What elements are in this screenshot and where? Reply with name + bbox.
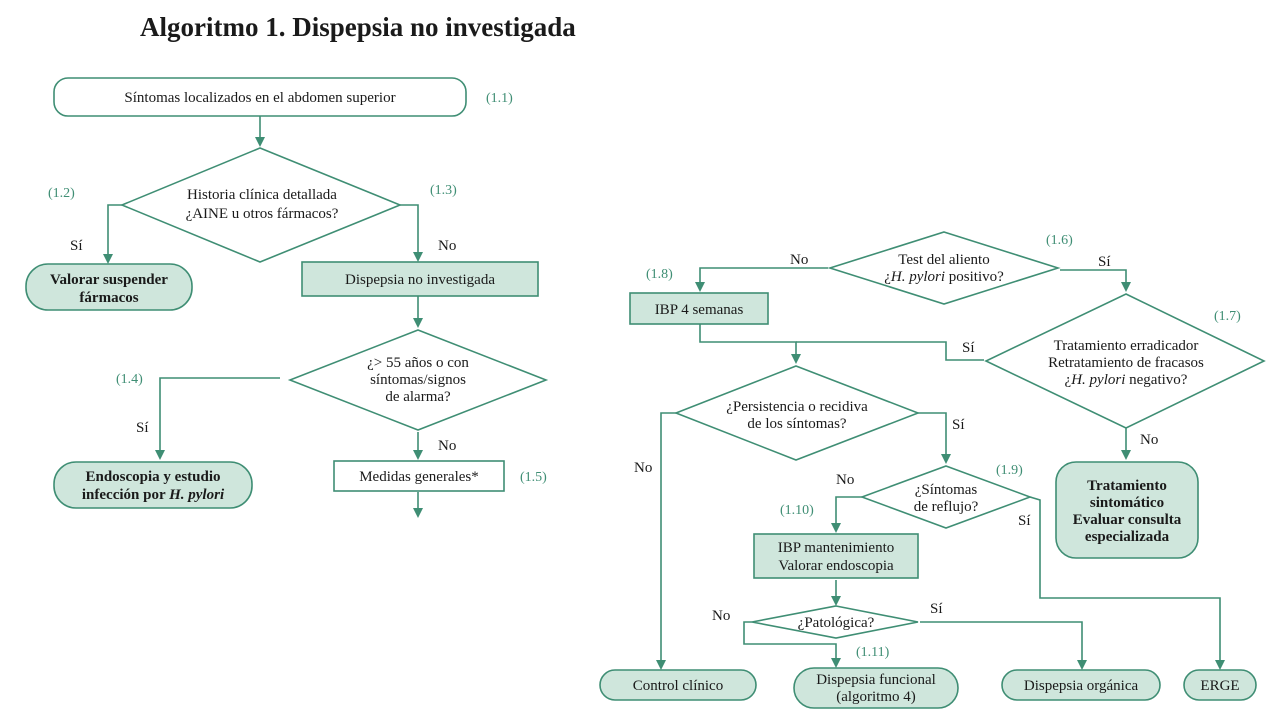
- node-valorar-line2: fármacos: [79, 290, 138, 306]
- ref-1-5: (1.5): [520, 470, 547, 485]
- node-symptoms-box: [53, 77, 467, 117]
- node-pato-diamond: [751, 605, 919, 639]
- ref-1-8: (1.8): [646, 267, 673, 282]
- edge-persist-reflujo: [916, 412, 951, 464]
- node-ibp4-box: [629, 292, 769, 325]
- page-title: Algoritmo 1. Dispepsia no investigada: [140, 12, 576, 42]
- node-ibp4-text: IBP 4 semanas: [655, 302, 744, 318]
- ref-1-1: (1.1): [486, 91, 513, 106]
- node-funcional-line1: Dispepsia funcional: [816, 672, 936, 688]
- node-valorar-line1: Valorar suspender: [50, 272, 168, 288]
- node-control-text: Control clínico: [633, 678, 723, 694]
- edge-test-trat: [1060, 269, 1131, 292]
- ref-1-2: (1.2): [48, 186, 75, 201]
- edge-q1-dni: [400, 204, 423, 262]
- node-reflujo-line2: de reflujo?: [914, 499, 979, 515]
- node-valorar-box: [25, 263, 193, 311]
- node-history-line2: ¿AINE u otros fármacos?: [186, 206, 339, 222]
- label-yes-trat: Sí: [962, 340, 975, 356]
- node-sint-line3: Evaluar consulta: [1073, 512, 1182, 528]
- node-alarm-diamond: [287, 329, 549, 431]
- node-test-line2: ¿H. pylori positivo?: [884, 269, 1004, 285]
- node-history-line1: Historia clínica detallada: [187, 187, 337, 203]
- node-test-diamond: [827, 231, 1061, 305]
- node-ibpm-line1: IBP mantenimiento: [778, 540, 895, 556]
- node-organica-box: [1001, 669, 1161, 701]
- node-trat-line1: Tratamiento erradicador: [1054, 338, 1199, 354]
- node-reflujo-line1: ¿Síntomas: [915, 482, 978, 498]
- connectors: [103, 116, 1225, 670]
- node-erge-box: [1183, 669, 1257, 701]
- node-dni-text: Dispepsia no investigada: [345, 272, 495, 288]
- label-no-persist: No: [634, 460, 652, 476]
- edge-trat-merge: [796, 341, 984, 361]
- node-persist-line1: ¿Persistencia o recidiva: [726, 399, 868, 415]
- label-yes-persist: Sí: [952, 417, 965, 433]
- label-yes-pato: Sí: [930, 601, 943, 617]
- node-trat-line3: ¿H. pylori negativo?: [1065, 372, 1188, 388]
- node-dni-box: [301, 261, 539, 297]
- node-trat-line2: Retratamiento de fracasos: [1048, 355, 1204, 371]
- edge-pato-funcional: [743, 621, 841, 668]
- edge-pato-organica: [920, 621, 1087, 670]
- node-medidas-box: [333, 460, 505, 492]
- node-history-diamond: [119, 147, 403, 263]
- ref-1-3: (1.3): [430, 183, 457, 198]
- edge-q2-endo: [155, 377, 280, 460]
- node-sint-line2: sintomático: [1090, 495, 1164, 511]
- node-symptoms-text: Síntomas localizados en el abdomen super…: [124, 90, 395, 106]
- label-no-pato: No: [712, 608, 730, 624]
- node-endo-box: [53, 461, 253, 509]
- node-endo-line1: Endoscopia y estudio: [85, 469, 220, 485]
- node-persist-line2: de los síntomas?: [747, 416, 846, 432]
- label-yes-q2: Sí: [136, 420, 149, 436]
- node-sint-line1: Tratamiento: [1087, 478, 1167, 494]
- node-ibpm-box: [753, 533, 919, 579]
- ref-1-10: (1.10): [780, 503, 814, 518]
- node-reflujo-diamond: [859, 465, 1033, 529]
- label-yes-test: Sí: [1098, 254, 1111, 270]
- ref-1-6: (1.6): [1046, 233, 1073, 248]
- node-funcional-box: [793, 667, 959, 709]
- label-no-reflujo: No: [836, 472, 854, 488]
- node-funcional-line2: (algoritmo 4): [836, 689, 916, 705]
- edge-reflujo-ibpm: [831, 496, 862, 533]
- node-pato-text: ¿Patológica?: [798, 615, 875, 631]
- edge-reflujo-erge: [1029, 496, 1225, 670]
- node-sint-line4: especializada: [1085, 529, 1170, 545]
- label-no-trat: No: [1140, 432, 1158, 448]
- label-no-q2: No: [438, 438, 456, 454]
- label-no-test: No: [790, 252, 808, 268]
- node-control-box: [599, 669, 757, 701]
- edge-test-ibp4: [695, 267, 828, 292]
- node-sint-box: [1055, 461, 1199, 559]
- node-persist-diamond: [673, 365, 921, 461]
- ref-1-7: (1.7): [1214, 309, 1241, 324]
- label-yes-q1: Sí: [70, 238, 83, 254]
- edge-persist-control: [656, 412, 676, 670]
- node-alarm-line3: de alarma?: [385, 389, 451, 405]
- ref-1-4: (1.4): [116, 372, 143, 387]
- node-erge-text: ERGE: [1200, 678, 1239, 694]
- node-test-line1: Test del aliento: [898, 252, 989, 268]
- ref-1-11: (1.11): [856, 645, 890, 660]
- edge-ibp4-persist: [699, 324, 801, 364]
- label-yes-reflujo: Sí: [1018, 513, 1031, 529]
- node-endo-line2: infección por H. pylori: [82, 487, 225, 503]
- label-no-q1: No: [438, 238, 456, 254]
- node-organica-text: Dispepsia orgánica: [1024, 678, 1139, 694]
- node-ibpm-line2: Valorar endoscopia: [778, 558, 894, 574]
- node-alarm-line1: ¿> 55 años o con: [367, 355, 469, 371]
- node-trat-diamond: [984, 293, 1266, 429]
- node-medidas-text: Medidas generales*: [359, 469, 479, 485]
- node-alarm-line2: síntomas/signos: [370, 372, 466, 388]
- ref-1-9: (1.9): [996, 463, 1023, 478]
- edge-q1-valorar: [103, 204, 122, 264]
